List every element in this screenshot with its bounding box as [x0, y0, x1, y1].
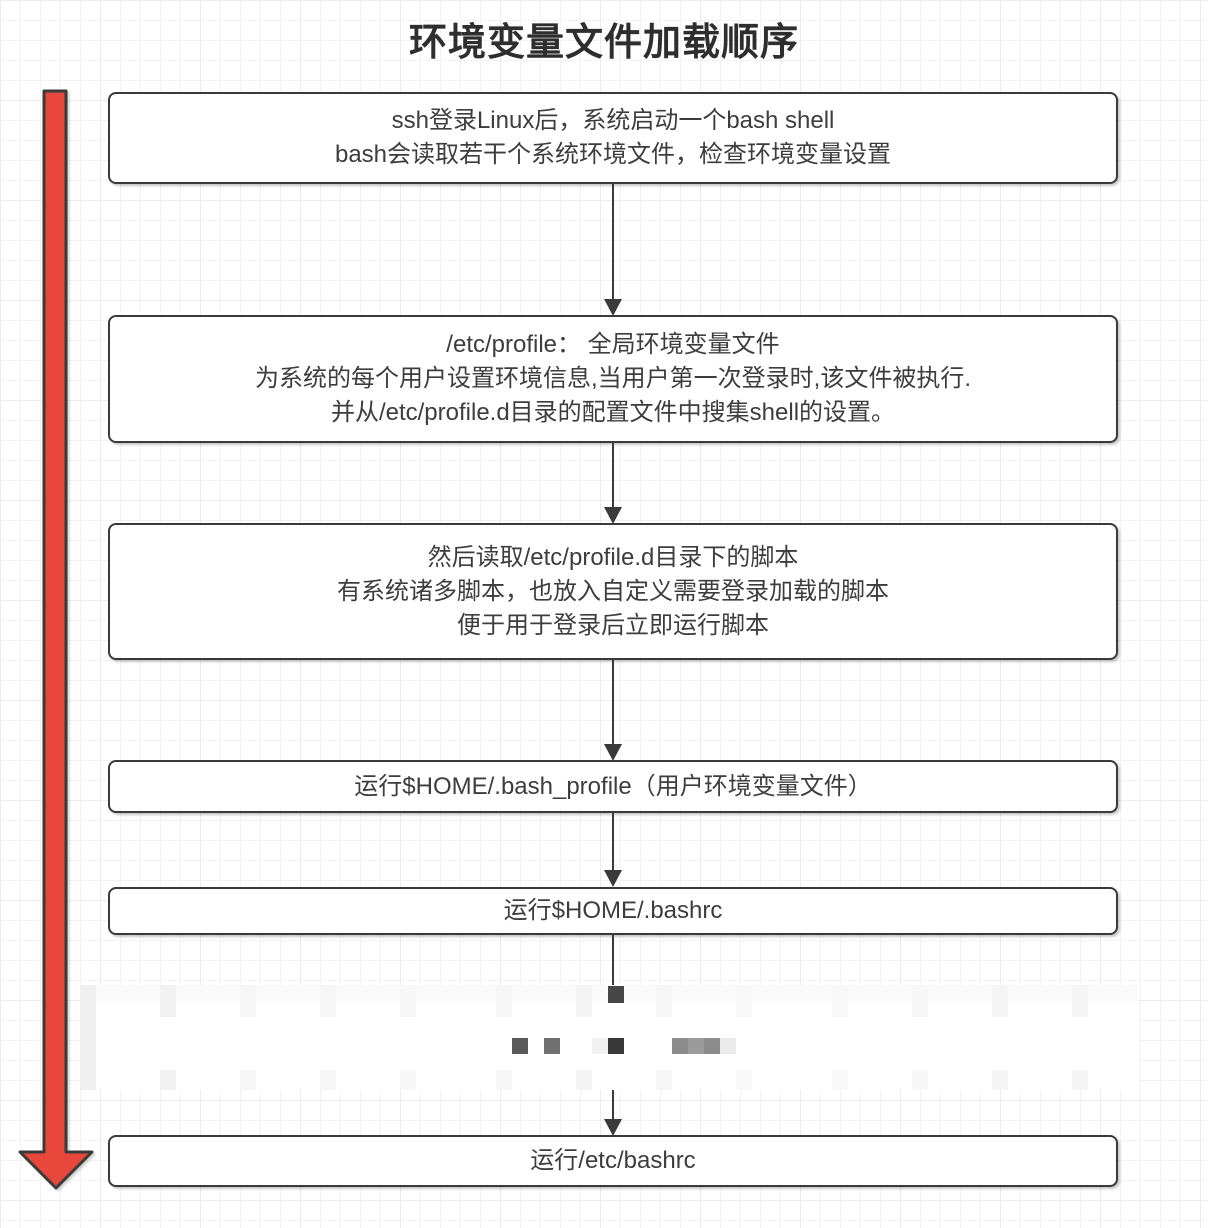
red-down-arrow: [18, 89, 94, 1190]
flow-step-1-line-2: bash会读取若干个系统环境文件，检查环境变量设置: [334, 141, 892, 168]
flow-step-6-line-1: 运行/etc/bashrc: [530, 1147, 696, 1174]
mosaic-block: [736, 985, 752, 1017]
flow-step-3: 然后读取/etc/profile.d目录下的脚本 有系统诸多脚本，也放入自定义需…: [108, 523, 1118, 660]
mosaic-block: [496, 1070, 512, 1090]
flow-step-5: 运行$HOME/.bashrc: [108, 887, 1118, 935]
mosaic-strip: [80, 985, 96, 1090]
connector-arrowhead-4: [604, 870, 622, 887]
mosaic-block: [240, 1070, 256, 1090]
flow-step-4-line-1: 运行$HOME/.bash_profile（用户环境变量文件）: [354, 772, 872, 800]
mosaic-block-dark: [608, 986, 624, 1003]
mosaic-block-dark: [688, 1038, 704, 1054]
flow-step-5-line-1: 运行$HOME/.bashrc: [503, 897, 723, 924]
flow-step-2-line-3: 并从/etc/profile.d目录的配置文件中搜集shell的设置。: [330, 399, 896, 426]
flow-step-2: /etc/profile： 全局环境变量文件 为系统的每个用户设置环境信息,当用…: [108, 315, 1118, 443]
mosaic-block: [912, 1070, 928, 1090]
flow-step-1-line-1: ssh登录Linux后，系统启动一个bash shell: [391, 107, 835, 134]
mosaic-block: [592, 1038, 608, 1054]
flow-step-6: 运行/etc/bashrc: [108, 1135, 1118, 1187]
mosaic-block: [992, 1070, 1008, 1090]
connector-line-1: [612, 184, 614, 300]
connector-arrowhead-3: [604, 744, 622, 761]
mosaic-block-dark: [544, 1038, 560, 1054]
mosaic-block: [656, 985, 672, 1017]
mosaic-block-dark: [704, 1038, 720, 1054]
mosaic-block: [320, 985, 336, 1017]
flow-step-1: ssh登录Linux后，系统启动一个bash shell bash会读取若干个系…: [108, 92, 1118, 184]
mosaic-block-dark: [512, 1038, 528, 1054]
mosaic-block: [400, 1070, 416, 1090]
mosaic-block-dark: [608, 1038, 624, 1054]
flow-step-3-line-3: 便于用于登录后立即运行脚本: [457, 611, 769, 639]
mosaic-block: [720, 1038, 736, 1054]
mosaic-block: [1072, 1070, 1088, 1090]
mosaic-block-dark: [672, 1038, 688, 1054]
connector-arrowhead-5: [604, 1119, 622, 1136]
flow-step-3-line-1: 然后读取/etc/profile.d目录下的脚本: [427, 543, 799, 571]
censored-mosaic-region: [80, 985, 1138, 1090]
connector-line-3: [612, 660, 614, 745]
mosaic-block: [240, 985, 256, 1017]
page-title: 环境变量文件加载顺序: [408, 22, 799, 64]
mosaic-block: [576, 985, 592, 1017]
flow-step-2-line-2: 为系统的每个用户设置环境信息,当用户第一次登录时,该文件被执行.: [254, 365, 971, 392]
flow-step-3-line-2: 有系统诸多脚本，也放入自定义需要登录加载的脚本: [337, 577, 889, 605]
mosaic-block: [400, 985, 416, 1017]
mosaic-block: [656, 1070, 672, 1090]
mosaic-block: [576, 1070, 592, 1090]
mosaic-block: [832, 985, 848, 1017]
mosaic-block: [832, 1070, 848, 1090]
mosaic-block: [912, 985, 928, 1017]
connector-arrowhead-2: [604, 507, 622, 524]
connector-line-2: [612, 443, 614, 508]
connector-line-5-lower: [612, 1090, 614, 1121]
flow-step-2-line-1: /etc/profile： 全局环境变量文件: [446, 331, 780, 358]
flow-step-4: 运行$HOME/.bash_profile（用户环境变量文件）: [108, 760, 1118, 813]
mosaic-block: [736, 1070, 752, 1090]
mosaic-block: [160, 1070, 176, 1090]
mosaic-block: [992, 985, 1008, 1017]
mosaic-block: [160, 985, 176, 1017]
mosaic-block: [320, 1070, 336, 1090]
mosaic-block: [1072, 985, 1088, 1017]
connector-arrowhead-1: [604, 299, 622, 316]
connector-line-5-upper: [612, 935, 614, 987]
mosaic-block: [496, 985, 512, 1017]
connector-line-4: [612, 813, 614, 871]
